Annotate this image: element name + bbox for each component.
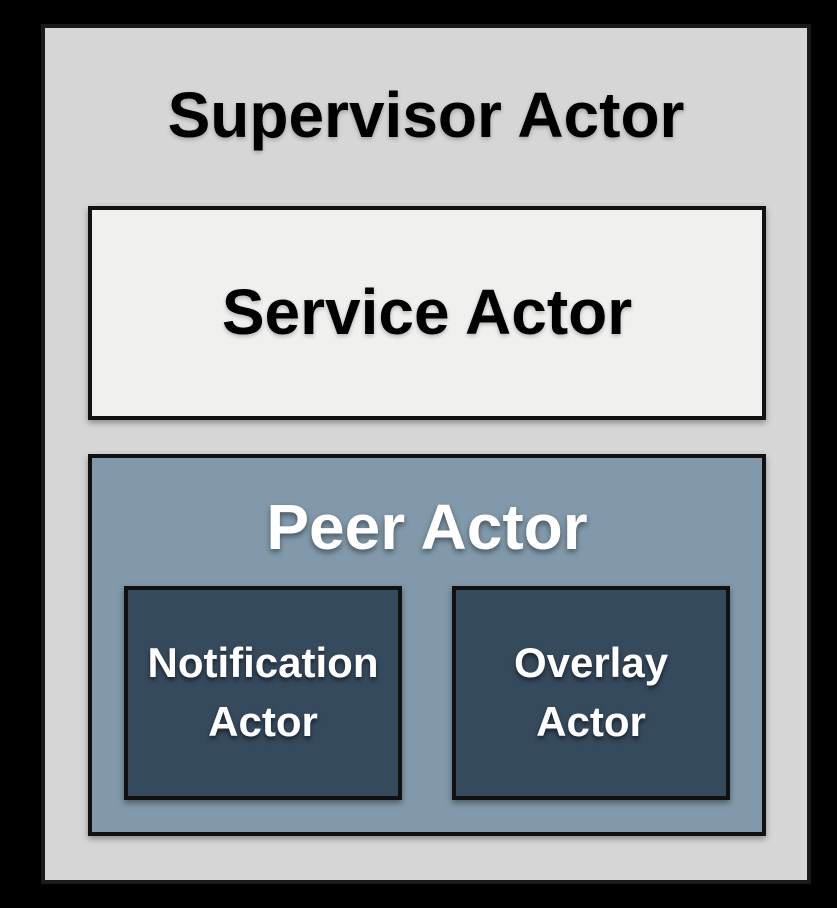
supervisor-actor-label: Supervisor Actor [167, 79, 685, 151]
notification-actor-label-line2: Actor [208, 698, 318, 745]
overlay-actor-label-line1: Overlay [513, 639, 669, 687]
notification-actor-box: Notification Actor [124, 586, 402, 800]
overlay-actor-label: Overlay Actor [514, 634, 668, 752]
notification-actor-label-line1: Notification [147, 639, 379, 687]
overlay-actor-label-line2: Actor [536, 698, 646, 745]
service-actor-box: Service Actor [88, 206, 766, 420]
service-actor-label: Service Actor [221, 276, 633, 349]
peer-actor-label: Peer Actor [266, 491, 588, 563]
notification-actor-label: Notification Actor [148, 634, 379, 752]
overlay-actor-box: Overlay Actor [452, 586, 730, 800]
